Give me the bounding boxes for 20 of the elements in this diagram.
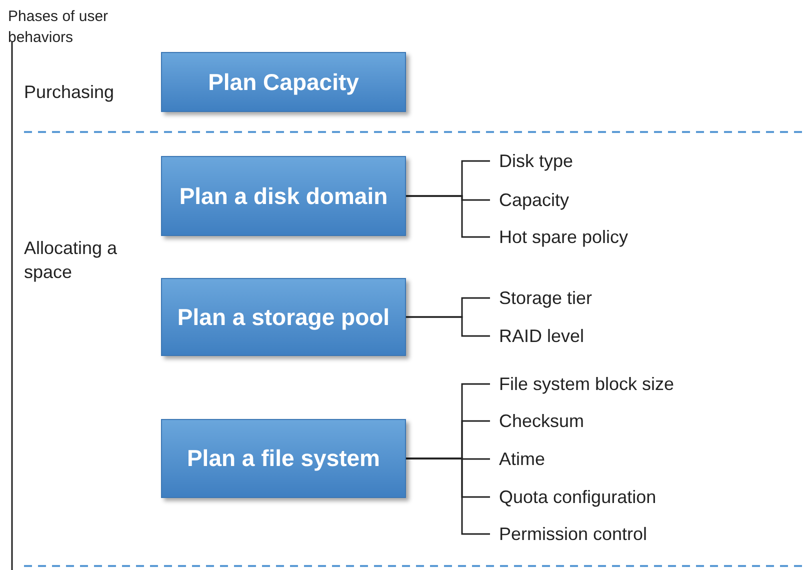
plan-box: Plan a file system [161, 419, 406, 498]
attribute-text: Quota configuration [490, 483, 790, 511]
attribute-text: Checksum [490, 407, 790, 435]
attribute-text: Permission control [490, 520, 790, 548]
bracket-connector [406, 458, 490, 535]
attribute-text: File system block size [490, 370, 790, 398]
attribute-text: Capacity [490, 186, 790, 214]
axis-title: Phases of user behaviors [8, 7, 110, 48]
bracket-connector [406, 316, 490, 337]
phase-label: Purchasing [24, 81, 116, 104]
attribute-text: Storage tier [490, 284, 790, 312]
phase-label: Allocating a space [24, 237, 118, 284]
attribute-text: Hot spare policy [490, 223, 790, 251]
attribute-text: Atime [490, 445, 790, 473]
bracket-connector [406, 195, 490, 238]
plan-box: Plan Capacity [161, 52, 406, 112]
attribute-text: Disk type [490, 147, 790, 175]
plan-box: Plan a disk domain [161, 156, 406, 236]
plan-box: Plan a storage pool [161, 278, 406, 356]
attribute-text: RAID level [490, 322, 790, 350]
